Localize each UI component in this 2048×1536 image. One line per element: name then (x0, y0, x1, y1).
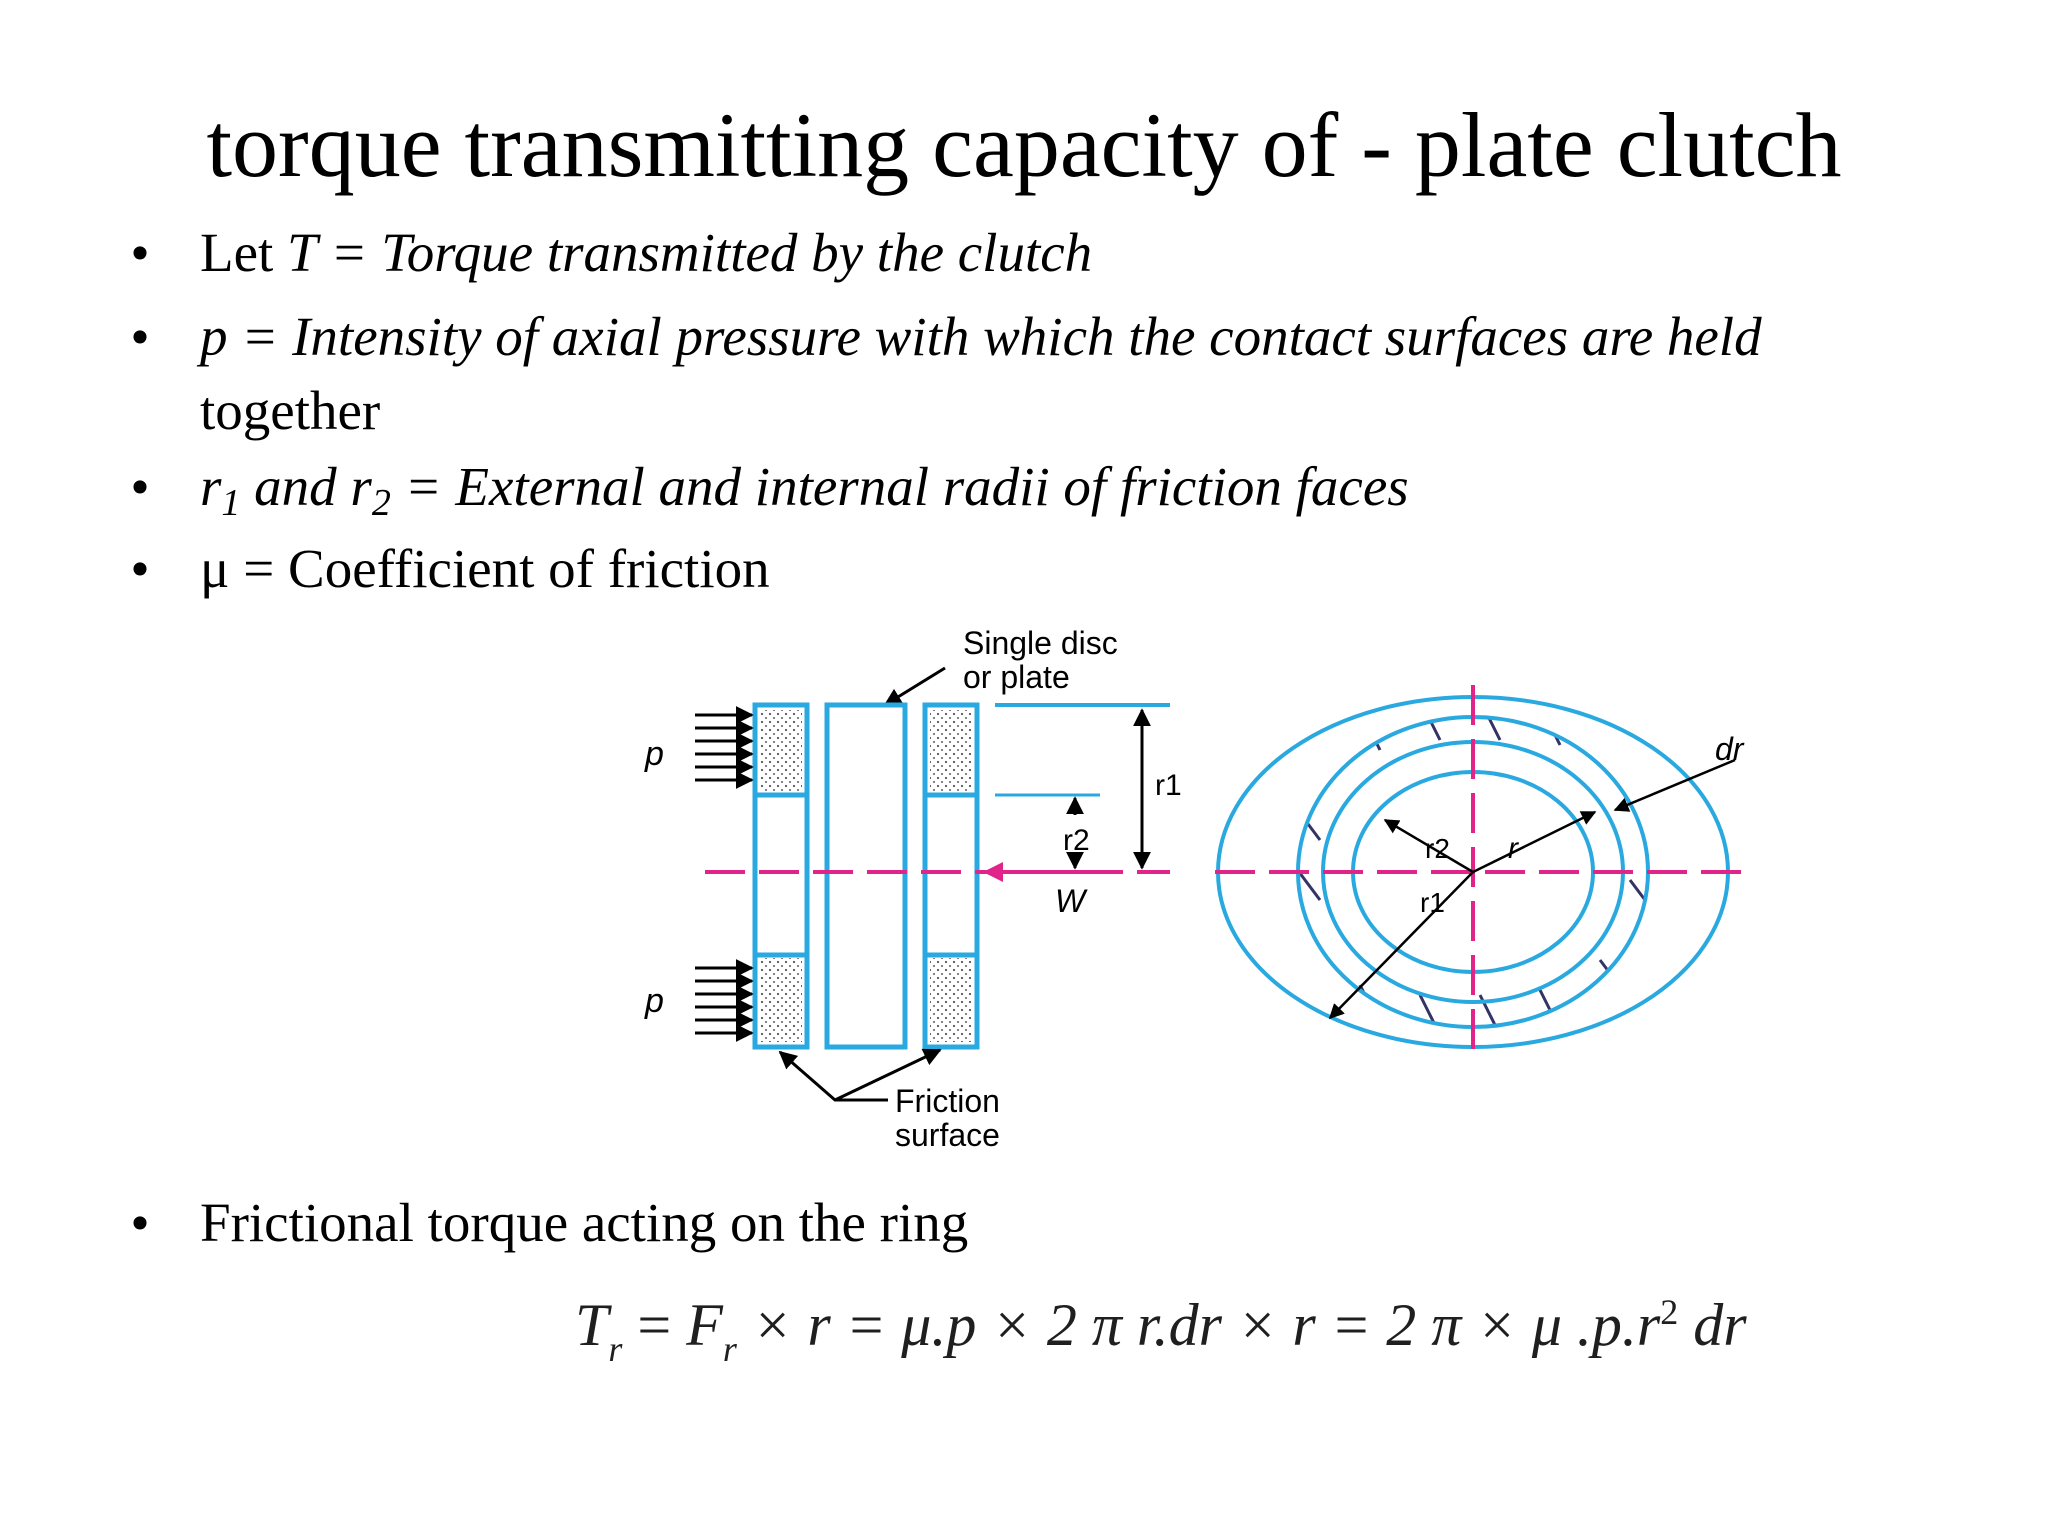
pressure-label-bottom: p (644, 982, 664, 1020)
pressure-label-top: p (644, 735, 664, 773)
r-radius-arrow (1472, 810, 1597, 874)
single-disc-plate (824, 702, 908, 1050)
r1-side-label: r1 (1155, 769, 1182, 802)
friction-surface-label-2: surface (895, 1117, 1000, 1153)
bullet-dot: • (130, 222, 150, 283)
page-title: torque transmitting capacity of - plate … (206, 94, 1842, 196)
bullet-text: Let T = Torque transmitted by the clutch (200, 222, 1093, 283)
bullet-dot: • (130, 306, 150, 367)
bullet-text-continued: together (200, 380, 381, 441)
r2-radius-arrow (1383, 818, 1474, 874)
bullet-text: μ = Coefficient of friction (200, 538, 770, 599)
bullet-text: Frictional torque acting on the ring (200, 1192, 969, 1253)
single-disc-label: Single disc (963, 625, 1118, 661)
dr-arrow (1613, 758, 1736, 812)
bullet-dot: • (130, 1192, 150, 1253)
single-disc-arrow (883, 666, 946, 707)
right-plate (922, 702, 980, 1050)
r2-side-label: r2 (1063, 824, 1090, 857)
r2-ring-label: r2 (1425, 833, 1450, 864)
r1-radius-arrow (1328, 871, 1474, 1020)
friction-arrow-right (834, 1048, 942, 1102)
friction-surface-label: Friction (895, 1083, 1000, 1119)
bullet-dot: • (130, 456, 150, 517)
axial-load-label: W (1055, 883, 1088, 919)
r1-ring-label: r1 (1420, 887, 1445, 918)
r-ring-label: r (1508, 832, 1519, 865)
pressure-arrows-top (695, 706, 754, 789)
bullet-text: r1 and r2 = External and internal radii … (200, 456, 1409, 524)
bullet-dot: • (130, 538, 150, 599)
friction-arrow-left (778, 1050, 888, 1102)
bullet-text: p = Intensity of axial pressure with whi… (200, 306, 1762, 367)
left-plate (752, 702, 810, 1050)
single-disc-label-2: or plate (963, 659, 1070, 695)
dr-label: dr (1715, 731, 1745, 767)
pressure-arrows-bottom (695, 959, 754, 1042)
torque-equation: Tr = Fr × r = μ.p × 2 π r.dr × r = 2 π ×… (575, 1292, 1747, 1369)
